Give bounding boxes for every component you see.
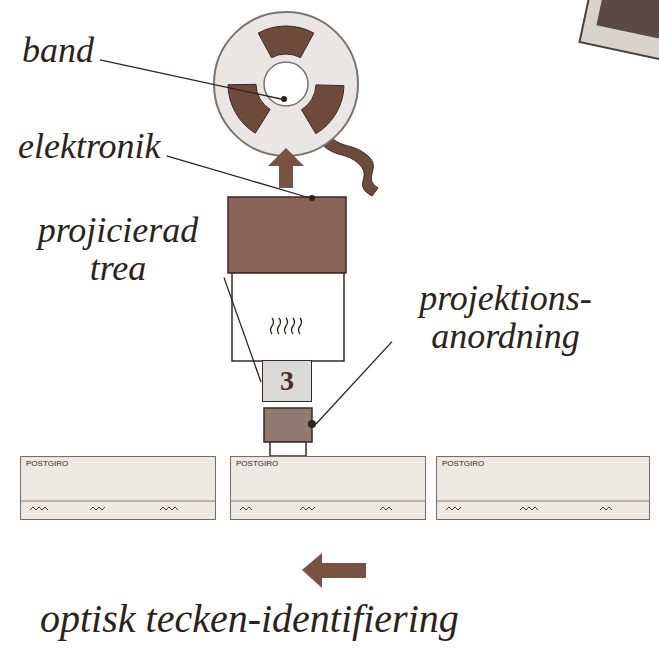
giro-card-sketch [20, 456, 650, 520]
giro-card: POSTGIRO [20, 456, 216, 520]
leader-line [316, 342, 392, 424]
caption: optisk tecken-identifiering [40, 598, 459, 640]
reader-unit [228, 195, 346, 500]
card-heading: POSTGIRO [236, 460, 420, 469]
feed-arrow [302, 553, 366, 588]
card-heading: POSTGIRO [442, 460, 644, 469]
part-label: band [22, 32, 94, 70]
giro-card: POSTGIRO [436, 456, 650, 520]
part-label: elektronik [18, 128, 161, 166]
device-sketch [580, 0, 659, 63]
part-label: projektions- anordning [398, 280, 613, 356]
giro-card: POSTGIRO [230, 456, 426, 520]
leader-line [100, 60, 281, 99]
card-heading: POSTGIRO [26, 460, 210, 469]
flow-arrow [268, 148, 304, 188]
digit-text: 3 [267, 366, 307, 397]
leader-line [167, 156, 310, 198]
part-label: projicierad trea [18, 212, 218, 288]
leader-line [224, 278, 261, 382]
tape-reel [214, 12, 378, 196]
projected-digit: 3 [262, 360, 312, 402]
